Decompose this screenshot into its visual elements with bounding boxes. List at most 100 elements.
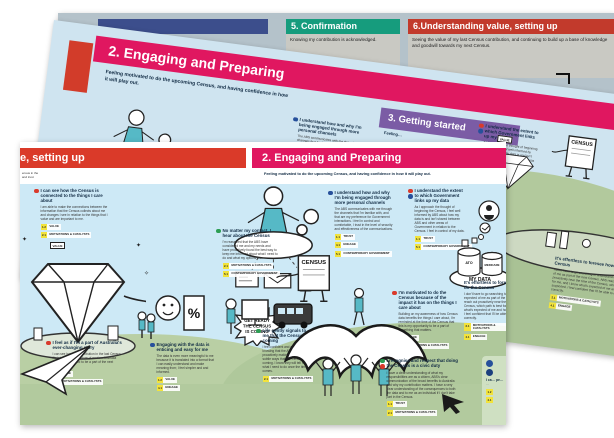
indicator-dot [478, 122, 484, 128]
indicator-dot [477, 128, 483, 134]
indicator-dot [150, 342, 155, 347]
walking-person-figure [353, 288, 365, 326]
block-body: I have a clear understanding of what my … [386, 370, 456, 399]
section-4-banner [98, 19, 268, 34]
indicator-dot [408, 194, 413, 199]
section-2-banner: 2. Engaging and Preparing [252, 148, 506, 168]
block-body: The ABS communicates with me through the… [334, 207, 393, 232]
section-3-subtitle: Feeling… [383, 130, 403, 138]
block-heading: I ca… pe… [486, 378, 504, 382]
silo-label: ATO [465, 261, 472, 265]
svg-text:THE CENSUS: THE CENSUS [243, 324, 271, 329]
indicator-dot [380, 364, 385, 369]
section-6-title: 6.Understanding value, setting up [413, 21, 558, 31]
value-sign: VALUE [50, 242, 65, 249]
indicator-dot [256, 328, 261, 333]
insight-block: Life gently signals to me that the Censu… [256, 328, 314, 382]
channel-icon [486, 369, 493, 376]
census-form-figure: CENSUS [276, 255, 330, 302]
percent-label: % [188, 305, 201, 321]
insight-block-partial: I ca… pe… … 1.2 4.1 [482, 356, 506, 425]
block-body: … [486, 382, 489, 386]
my-data-platform-figure: MY DATA ATO MEDICARE [449, 237, 506, 289]
svg-text:GET READY: GET READY [244, 318, 270, 323]
census-form-label: CENSUS [302, 260, 327, 266]
block-heading: I recognise and respect that doing the C… [386, 358, 458, 369]
theme-tag: 4.1 [486, 397, 493, 403]
person-icon [486, 360, 493, 367]
block-body: The data is even more meaningful to me b… [156, 354, 214, 375]
indicator-dot [216, 228, 221, 233]
sparkle-icon: ✦ [22, 237, 28, 243]
value-gem-figure [20, 263, 146, 360]
gear-icon [303, 208, 320, 225]
insight-block: It's effortless to foresee how I'll do t… [548, 255, 614, 319]
cheering-person-figure [343, 354, 369, 394]
indicator-dot [328, 190, 333, 195]
insight-block: I understand the extent to which Governm… [408, 188, 472, 251]
section-value-subtitle: ensus in the and trust [22, 171, 39, 179]
block-body: I'm reassured that the ABS have consider… [222, 240, 278, 261]
block-heading: I can see how the Census is connected to… [40, 188, 103, 204]
block-body: As I approach the thought of beginning t… [414, 205, 465, 234]
indicator-dot [392, 290, 397, 295]
my-data-label: MY DATA [469, 277, 491, 283]
block-heading: Engaging with the data is enticing and e… [156, 342, 210, 353]
section-2-subtitle: Feeling motivated to do the upcoming Cen… [264, 172, 431, 176]
indicator-dot [34, 188, 39, 193]
block-body: I feel confident and comfortable knowing… [262, 345, 308, 374]
section-5-title: 5. Confirmation [291, 21, 358, 31]
insight-block: No matter my contact, I hear about the C… [216, 228, 280, 278]
block-heading: I'm motivated to do the Census because o… [398, 290, 457, 311]
hill-base [20, 384, 506, 425]
census-form-label: CENSUS [571, 139, 594, 148]
section-5-banner: 5. Confirmation [286, 19, 400, 34]
block-heading: It's effortless to foresee how I'll do t… [464, 280, 506, 291]
indicator-dot [292, 116, 298, 122]
block-heading: Life gently signals to me that the Censu… [262, 328, 308, 344]
silo-label: MEDICARE [485, 263, 500, 267]
cursor-arrow-icon [442, 394, 464, 414]
front-landscape: I can see how the Census is connected to… [20, 184, 506, 425]
section-value-banner-fragment: e, setting up [20, 148, 246, 168]
indicator-dot [408, 188, 413, 193]
tv-icon [241, 299, 269, 320]
census-form-figure: CENSUS [551, 135, 597, 180]
theme-tag: 1.2 [486, 388, 493, 395]
block-heading: I understand how and why I'm being engag… [334, 190, 391, 206]
indicator-dot [380, 358, 385, 363]
block-body: I don't have to go searching to understa… [464, 292, 506, 321]
paper-plane-figure [20, 345, 91, 396]
block-heading: No matter my contact, I hear about the C… [222, 228, 272, 239]
page-front: e, setting up ensus in the and trust 2. … [20, 142, 506, 425]
block-heading: I understand the extent to which Governm… [414, 188, 463, 204]
insight-block: I can see how the Census is connected to… [34, 188, 108, 239]
gear-icon [296, 223, 308, 236]
sparkle-icon: ✧ [144, 271, 150, 277]
insight-block: I understand how and why I'm being engag… [328, 190, 394, 257]
insight-block: It's effortless to foresee how I'll do t… [464, 280, 506, 340]
engaging-data-figure: % [137, 295, 205, 339]
section-6-banner: 6.Understanding value, setting up [408, 19, 614, 34]
tv-and-bus-figure [225, 298, 313, 334]
block-body: Building on my awareness of how Census d… [398, 312, 458, 333]
sparkle-icon: ✦ [136, 243, 142, 249]
block-body: I am able to make the connections betwee… [40, 205, 108, 222]
indicator-dot [46, 340, 51, 345]
